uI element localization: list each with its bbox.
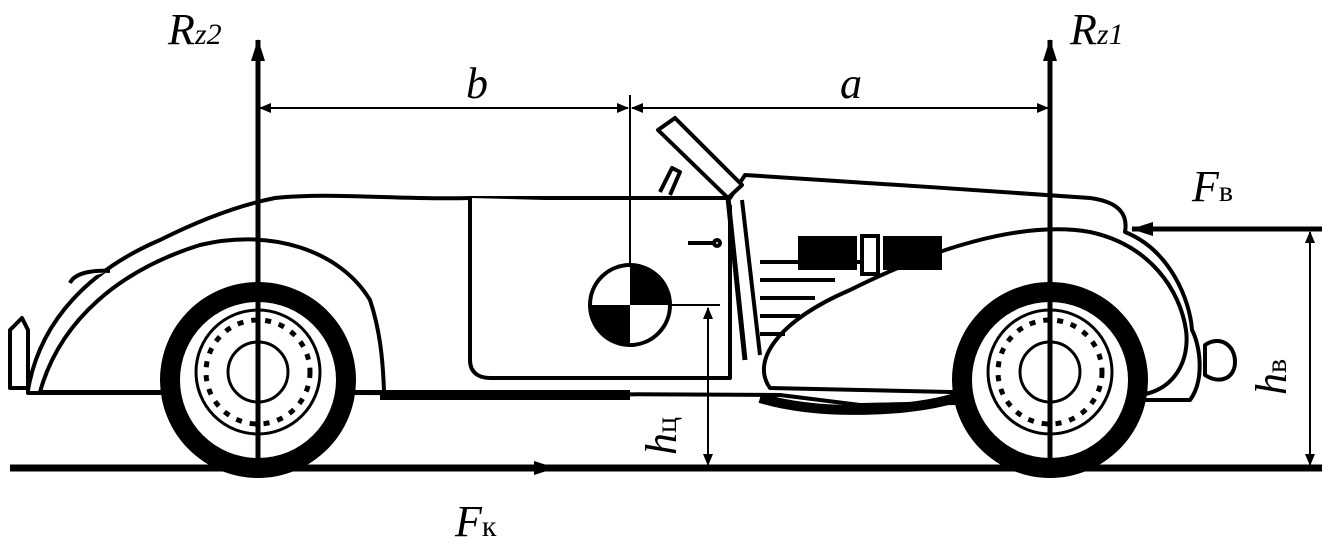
label-a: a xyxy=(840,59,862,108)
center-of-gravity-symbol xyxy=(588,263,672,347)
label-rz2: Rz2 xyxy=(168,5,222,54)
label-fv: Fв xyxy=(1192,162,1234,211)
label-rz1: Rz1 xyxy=(1070,5,1124,54)
label-b: b xyxy=(466,59,488,108)
label-hc: hц xyxy=(637,416,686,455)
label-hv: hв xyxy=(1247,358,1296,395)
underbody-front xyxy=(758,391,962,415)
label-fk: Fк xyxy=(455,497,497,546)
engine-detail xyxy=(760,234,942,336)
